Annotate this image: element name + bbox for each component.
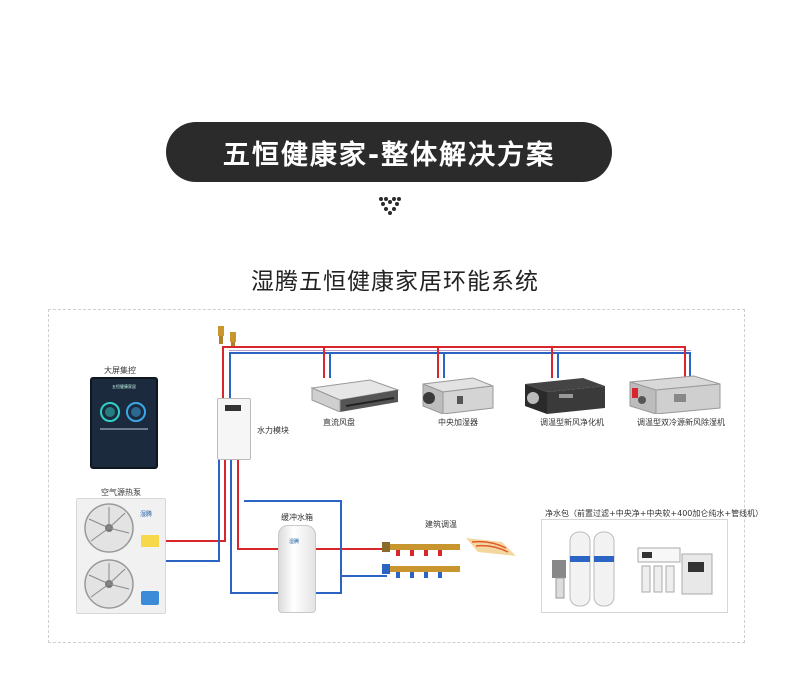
loop-return-h2	[244, 500, 342, 502]
water-package-label: 净水包（前置过滤+中央净+中央软+400加仑纯水+管线机）	[545, 508, 763, 519]
gauge-icon	[92, 396, 156, 436]
control-screen[interactable]: 五恒健康家居	[90, 377, 158, 469]
supply-pipe-top	[222, 346, 686, 348]
module-display	[225, 405, 241, 411]
supply-drop-2	[437, 346, 439, 378]
fan-icon	[79, 501, 139, 611]
floor-heating-label: 建筑调温	[425, 519, 457, 530]
loop-return-v1	[230, 458, 232, 594]
loop-return-h1	[230, 592, 278, 594]
return-pipe-top	[229, 352, 691, 354]
loop-return-v2	[340, 500, 342, 594]
hp-return-v	[218, 458, 220, 562]
big-screen-label: 大屏集控	[104, 365, 136, 376]
valve-icon	[216, 324, 240, 346]
tank-logo: 湿腾	[289, 538, 299, 545]
dehumidifier-label: 调温型双冷源新风除湿机	[637, 417, 725, 428]
purifier-icon	[542, 520, 727, 612]
hp-return-h	[163, 560, 220, 562]
manifold-icon[interactable]	[380, 530, 520, 584]
fresh-air-label: 调温型新风净化机	[540, 417, 604, 428]
hydro-module-label: 水力模块	[257, 425, 289, 436]
supply-drop-3	[551, 346, 553, 378]
loop-return-h3	[314, 592, 342, 594]
water-package-box[interactable]	[541, 519, 728, 613]
fan-coil-label: 直流风盘	[323, 417, 355, 428]
heat-pump-unit[interactable]: 湿腾	[76, 498, 166, 614]
return-riser	[229, 352, 231, 402]
buffer-tank-label: 缓冲水箱	[281, 512, 313, 523]
title-banner: 五恒健康家-整体解决方案	[166, 122, 612, 182]
system-subtitle: 湿腾五恒健康家居环能系统	[0, 262, 790, 296]
supply-drop-1	[323, 346, 325, 378]
hp-supply-v	[224, 458, 226, 542]
hydro-module[interactable]	[217, 398, 251, 460]
screen-heading: 五恒健康家居	[92, 384, 156, 390]
return-drop-1	[329, 352, 331, 378]
humidifier-icon[interactable]	[417, 376, 497, 414]
buffer-tank[interactable]: 湿腾	[278, 525, 316, 613]
dehumidifier-icon[interactable]	[624, 374, 724, 414]
manifold-line	[229, 350, 691, 351]
energy-label	[141, 535, 159, 547]
fresh-air-icon[interactable]	[519, 376, 609, 414]
tank-supply-v	[237, 458, 239, 550]
chevron-down-icon	[378, 196, 402, 216]
supply-riser	[222, 346, 224, 402]
fan-coil-icon[interactable]	[310, 378, 400, 412]
banner-title: 五恒健康家-整体解决方案	[223, 133, 555, 172]
heat-pump-logo: 湿腾	[140, 509, 152, 518]
heat-pump-label: 空气源热泵	[101, 487, 141, 498]
badge	[141, 591, 159, 605]
humidifier-label: 中央加湿器	[438, 417, 478, 428]
return-drop-2	[443, 352, 445, 378]
return-drop-3	[557, 352, 559, 378]
hp-supply-h	[163, 540, 226, 542]
